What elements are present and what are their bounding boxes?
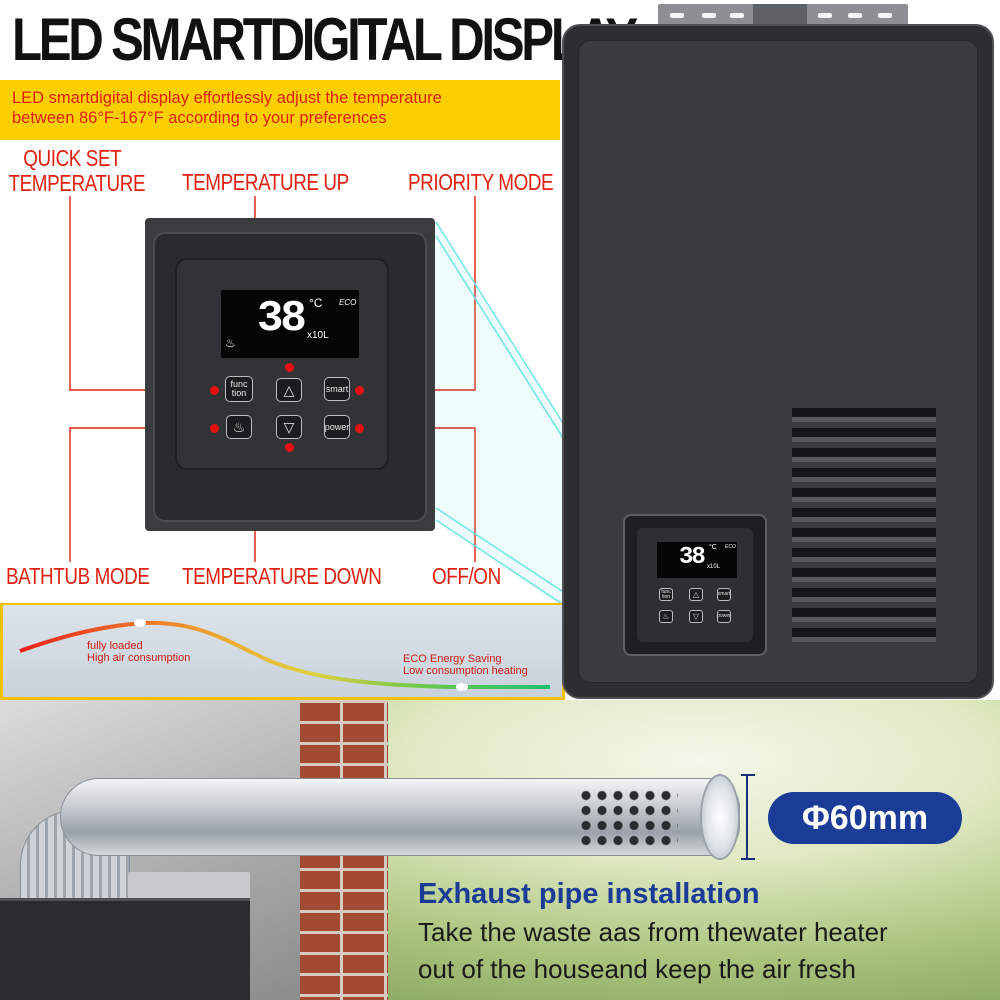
exhaust-description: Take the waste aas from thewater heater … xyxy=(418,914,888,988)
lcd-display: 38 °C ECO x10L ♨ xyxy=(221,290,359,358)
pipe-vent-holes xyxy=(578,788,678,848)
small-lcd-eco: ECO xyxy=(725,544,736,550)
small-power-button[interactable]: power xyxy=(717,610,731,623)
exhaust-line-2: out of the houseand keep the air fresh xyxy=(418,954,856,984)
curve-left-line-2: High air consumption xyxy=(87,652,191,664)
curve-left-line-1: fully loaded xyxy=(87,640,143,652)
label-quick-set-line-1: QUICK SET xyxy=(23,145,122,171)
lcd-eco: ECO xyxy=(339,298,357,307)
small-bath-button[interactable]: ♨ xyxy=(659,610,673,623)
bathtub-icon: ♨ xyxy=(225,336,236,350)
curve-left-text: fully loaded High air consumption xyxy=(87,640,190,664)
marker-temp-down xyxy=(285,443,294,452)
product-feature-top: LED SMARTDIGITAL DISPLAY LED smartdigita… xyxy=(0,4,994,700)
label-bathtub-mode: BATHTUB MODE xyxy=(6,563,150,589)
lcd-flow: x10L xyxy=(307,330,329,341)
marker-function xyxy=(210,386,219,395)
diameter-badge: Φ60mm xyxy=(768,792,962,844)
small-up-button[interactable]: △ xyxy=(689,588,703,601)
control-panel-enlarged: 38 °C ECO x10L ♨ xyxy=(145,218,435,531)
small-down-button[interactable]: ▽ xyxy=(689,610,703,623)
curve-graphic xyxy=(19,619,550,691)
control-panel-on-unit: 38 °C ECO x10L func tion △ smart ♨ ▽ pow… xyxy=(623,514,767,656)
marker-bathtub xyxy=(210,424,219,433)
small-lcd-temperature: 38 xyxy=(679,544,706,571)
exhaust-title: Exhaust pipe installation xyxy=(418,878,760,910)
panel-face: 38 °C ECO x10L ♨ xyxy=(175,258,389,470)
small-lcd-flow: x10L xyxy=(707,564,721,570)
marker-smart xyxy=(355,386,364,395)
curve-point-high xyxy=(134,619,146,627)
yellow-banner xyxy=(0,80,560,140)
small-smart-button[interactable]: smart xyxy=(717,588,731,601)
air-vents xyxy=(792,408,936,648)
exhaust-line-1: Take the waste aas from thewater heater xyxy=(418,917,888,947)
bathtub-button[interactable]: ♨ xyxy=(226,415,252,439)
headline: LED SMARTDIGITAL DISPLAY xyxy=(12,6,638,73)
curve-right-text: ECO Energy Saving Low consumption heatin… xyxy=(403,653,528,677)
label-temperature-down: TEMPERATURE DOWN xyxy=(182,563,382,589)
curve-right-line-1: ECO Energy Saving xyxy=(403,653,502,665)
small-lcd-unit: °C xyxy=(709,544,717,551)
label-quick-set: QUICK SET TEMPERATURE xyxy=(9,145,146,196)
lcd-unit: °C xyxy=(309,296,323,310)
small-lcd-display: 38 °C ECO x10L xyxy=(657,542,737,578)
heater-top-bracket xyxy=(128,872,250,900)
smart-button[interactable]: smart xyxy=(324,377,350,401)
diameter-indicator xyxy=(741,774,755,860)
label-off-on: OFF/ON xyxy=(432,563,501,589)
label-quick-set-line-2: TEMPERATURE xyxy=(8,170,146,196)
power-button[interactable]: power xyxy=(324,415,350,439)
pipe-opening xyxy=(700,774,740,860)
small-function-button[interactable]: func tion xyxy=(659,588,673,601)
marker-temp-up xyxy=(285,363,294,372)
function-button[interactable]: func tion xyxy=(225,376,253,402)
temperature-up-button[interactable]: △ xyxy=(276,378,302,402)
exhaust-installation-scene: Φ60mm Exhaust pipe installation Take the… xyxy=(0,700,1000,1000)
consumption-curve: fully loaded High air consumption ECO En… xyxy=(0,603,565,700)
curve-point-low xyxy=(456,683,468,691)
panel-frame: 38 °C ECO x10L ♨ xyxy=(153,232,427,522)
description: LED smartdigital display effortlessly ad… xyxy=(12,88,552,128)
description-line-2: between 86°F-167°F according to your pre… xyxy=(12,109,387,127)
label-temperature-up: TEMPERATURE UP xyxy=(182,169,349,195)
heater-corner xyxy=(0,898,250,1000)
marker-power xyxy=(355,424,364,433)
description-line-1: LED smartdigital display effortlessly ad… xyxy=(12,89,442,107)
lcd-temperature: 38 xyxy=(257,294,307,344)
label-priority-mode: PRIORITY MODE xyxy=(408,169,554,195)
temperature-down-button[interactable]: ▽ xyxy=(276,415,302,439)
curve-right-line-2: Low consumption heating xyxy=(403,665,528,677)
